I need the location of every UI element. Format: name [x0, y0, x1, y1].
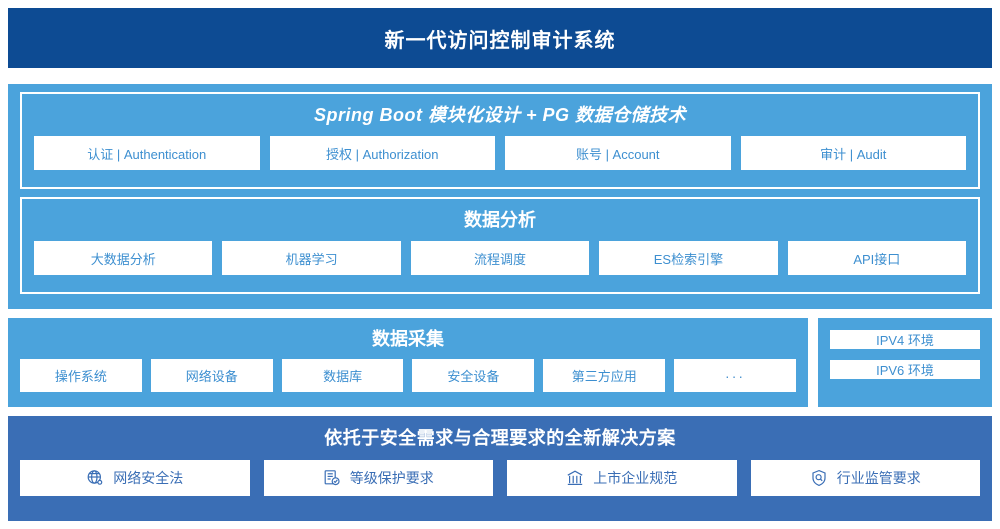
page-title: 新一代访问控制审计系统 [384, 29, 616, 52]
card-machine-learning[interactable]: 机器学习 [222, 241, 401, 275]
solution-heading: 依托于安全需求与合理要求的全新解决方案 [324, 428, 676, 448]
card-audit[interactable]: 审计 | Audit [740, 136, 966, 170]
card-label: 网络安全法 [113, 470, 184, 486]
data-collection-card-row: 操作系统 网络设备 数据库 安全设备 第三方应用 ··· [8, 359, 808, 392]
card-third-party-application[interactable]: 第三方应用 [543, 359, 666, 392]
data-analysis-heading: 数据分析 [464, 210, 536, 230]
card-account[interactable]: 账号 | Account [505, 136, 731, 170]
card-process-scheduling[interactable]: 流程调度 [410, 241, 590, 275]
card-network-device[interactable]: 网络设备 [150, 359, 273, 392]
shield-search-icon [810, 469, 828, 487]
document-check-icon [323, 469, 341, 487]
springboot-heading: Spring Boot 模块化设计 + PG 数据仓储技术 [313, 105, 686, 125]
environment-section: IPV4 环境 IPV6 环境 [818, 318, 992, 407]
page-title-bar: 新一代访问控制审计系统 [8, 8, 992, 68]
card-big-data-analysis[interactable]: 大数据分析 [34, 241, 213, 275]
card-security-device[interactable]: 安全设备 [412, 359, 535, 392]
card-classified-protection[interactable]: 等级保护要求 [263, 460, 493, 496]
card-more-ellipsis[interactable]: ··· [674, 359, 796, 392]
springboot-card-row: 认证 | Authentication 授权 | Authorization 账… [22, 136, 978, 170]
bank-building-icon [566, 469, 584, 487]
data-analysis-panel: 数据分析 大数据分析 机器学习 流程调度 ES检索引擎 API接口 [20, 197, 980, 294]
card-ipv6-environment[interactable]: IPV6 环境 [830, 360, 980, 379]
card-industry-regulation[interactable]: 行业监管要求 [750, 460, 980, 496]
data-collection-section: 数据采集 操作系统 网络设备 数据库 安全设备 第三方应用 ··· [8, 318, 808, 407]
card-authentication[interactable]: 认证 | Authentication [34, 136, 260, 170]
springboot-panel: Spring Boot 模块化设计 + PG 数据仓储技术 认证 | Authe… [20, 92, 980, 189]
solution-card-row: 网络安全法 等级保护要求 [8, 460, 992, 496]
solution-section: 依托于安全需求与合理要求的全新解决方案 网络安全法 [8, 416, 992, 521]
card-label: 上市企业规范 [593, 470, 678, 486]
globe-network-icon [86, 469, 104, 487]
card-database[interactable]: 数据库 [281, 359, 404, 392]
data-analysis-card-row: 大数据分析 机器学习 流程调度 ES检索引擎 API接口 [22, 241, 978, 275]
environment-list: IPV4 环境 IPV6 环境 [818, 318, 992, 391]
card-ipv4-environment[interactable]: IPV4 环境 [830, 330, 980, 349]
data-collection-heading: 数据采集 [372, 329, 444, 349]
card-cybersecurity-law[interactable]: 网络安全法 [20, 460, 250, 496]
platform-section: Spring Boot 模块化设计 + PG 数据仓储技术 认证 | Authe… [8, 84, 992, 309]
card-api-interface[interactable]: API接口 [787, 241, 967, 275]
card-authorization[interactable]: 授权 | Authorization [269, 136, 495, 170]
card-label: 行业监管要求 [836, 470, 921, 486]
card-operating-system[interactable]: 操作系统 [20, 359, 142, 392]
card-listed-enterprise-standard[interactable]: 上市企业规范 [507, 460, 737, 496]
card-es-search-engine[interactable]: ES检索引擎 [599, 241, 778, 275]
card-label: 等级保护要求 [349, 470, 434, 486]
